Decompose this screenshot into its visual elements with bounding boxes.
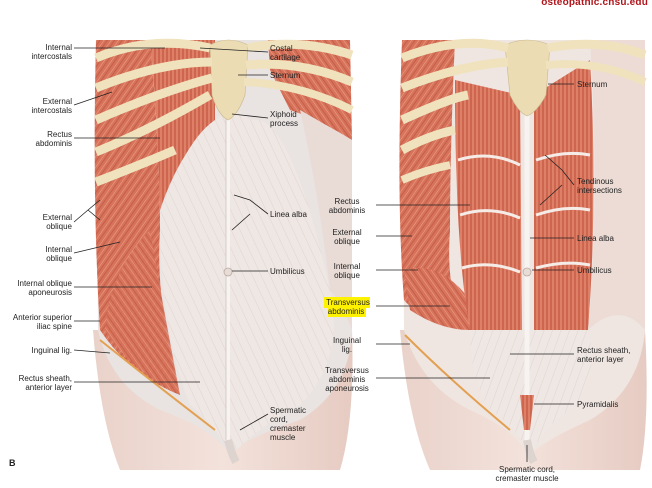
label-rectus-sheath-right: Rectus sheath, anterior layer [577,346,631,364]
label-pyramidalis: Pyramidalis [577,400,619,409]
label-rectus-abdominis-left: Rectus abdominis [35,130,72,148]
label-transversus-aponeurosis: Transversus abdominis aponeurosis [325,366,369,393]
right-leader-lines [376,83,575,462]
label-sternum-left: Sternum [270,71,301,80]
label-transversus-abdominis: Transversus abdominis [318,297,376,317]
label-rectus-sheath-left: Rectus sheath, anterior layer [18,374,72,392]
left-torso [93,38,354,470]
panel-letter: B [9,458,16,468]
label-internal-oblique-aponeurosis: Internal oblique aponeurosis [17,279,72,297]
label-asis: Anterior superior iliac spine [12,313,72,331]
label-umbilicus-right: Umbilicus [577,266,612,275]
label-linea-alba-right: Linea alba [577,234,614,243]
label-external-oblique-left: External oblique [42,213,72,231]
label-external-oblique-right: External oblique [332,228,362,246]
right-torso [399,38,647,470]
label-rectus-abdominis-right: Rectus abdominis [328,197,366,215]
transversus-highlight: Transversus abdominis [324,297,370,317]
label-xiphoid-process: Xiphoid process [270,110,299,128]
label-spermatic-cord-right: Spermatic cord, cremaster muscle [495,465,559,483]
watermark: osteopathic.cnsu.edu [541,0,648,8]
left-leader-lines [73,47,269,431]
label-umbilicus-left: Umbilicus [270,267,305,276]
label-inguinal-lig-right: Inguinal lig. [332,336,362,354]
label-inguinal-lig-left: Inguinal lig. [31,346,72,355]
label-costal-cartilage: Costal cartilage [270,44,301,62]
label-internal-oblique-right: Internal oblique [333,262,361,280]
label-sternum-right: Sternum [577,80,608,89]
label-internal-intercostals: Internal intercostals [31,43,72,61]
label-spermatic-cord-left: Spermatic cord, cremaster muscle [270,406,307,442]
label-external-intercostals: External intercostals [31,97,72,115]
label-linea-alba-left: Linea alba [270,210,307,219]
label-internal-oblique-left: Internal oblique [45,245,72,263]
label-tendinous-intersections: Tendinous intersections [577,177,622,195]
